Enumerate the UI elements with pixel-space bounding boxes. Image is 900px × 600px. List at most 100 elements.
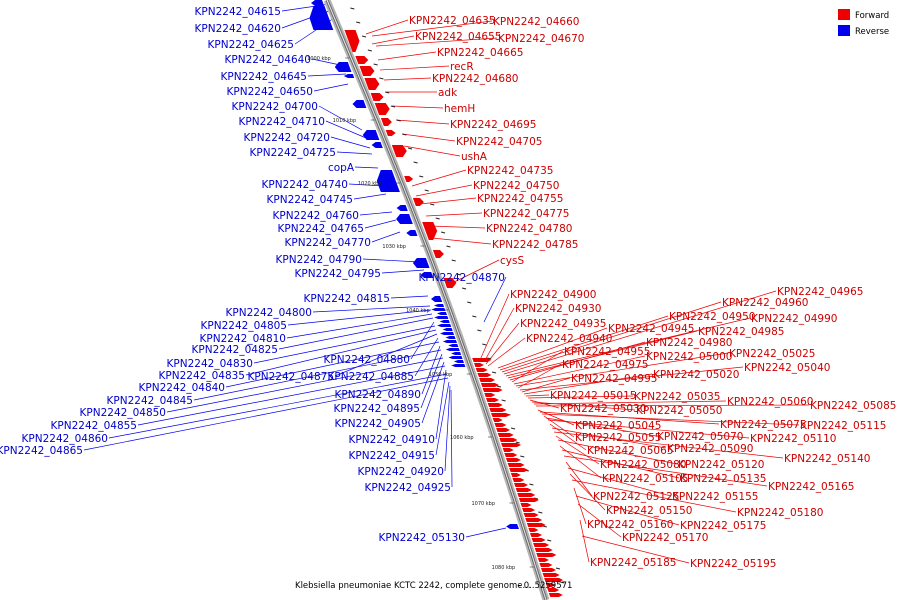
forward-gene-label: ushA [461, 151, 488, 163]
forward-gene-feature [547, 588, 560, 592]
forward-leader-line [371, 35, 415, 45]
reverse-gene-label: KPN2242_04860 [22, 433, 108, 445]
reverse-gene-label: KPN2242_04825 [192, 344, 278, 356]
reverse-gene-label: KPN2242_04725 [250, 147, 336, 159]
forward-gene-label: KPN2242_05030 [560, 403, 646, 415]
reverse-gene-feature [448, 344, 459, 347]
forward-gene-label: KPN2242_05085 [810, 400, 896, 412]
forward-leader-line [533, 400, 727, 405]
forward-leader-line [375, 37, 498, 47]
forward-gene-label: cysS [500, 255, 524, 267]
feature-dash [477, 329, 482, 332]
reverse-gene-label: KPN2242_04800 [226, 307, 312, 319]
forward-gene-label: KPN2242_05070 [657, 431, 743, 443]
feature-dash [560, 581, 565, 584]
forward-leader-line [545, 417, 657, 437]
forward-gene-feature [510, 473, 521, 477]
feature-dash [529, 483, 534, 486]
forward-gene-feature [380, 118, 392, 126]
forward-gene-label: KPN2242_05160 [587, 519, 673, 531]
forward-gene-feature [548, 593, 563, 597]
reverse-leader-line [278, 317, 434, 350]
forward-gene-label: KPN2242_05065 [587, 445, 673, 457]
forward-gene-label: KPN2242_05125 [593, 491, 679, 503]
forward-gene-label: KPN2242_05040 [744, 362, 830, 374]
forward-leader-line [553, 431, 784, 459]
forward-gene-label: KPN2242_04670 [498, 33, 584, 45]
reverse-gene-label: KPN2242_04830 [167, 358, 253, 370]
forward-gene-feature [504, 453, 518, 457]
forward-leader-line [563, 455, 768, 487]
reverse-gene-label: KPN2242_04620 [195, 23, 281, 35]
reverse-leader-line [334, 333, 438, 377]
footer-range: - 0..5259571 [518, 581, 572, 591]
reverse-leader-line [253, 325, 436, 364]
reverse-gene-feature [453, 360, 464, 363]
forward-gene-label: KPN2242_05140 [784, 453, 870, 465]
forward-gene-label: KPN2242_05105 [602, 473, 688, 485]
reverse-gene-feature [451, 364, 466, 367]
forward-gene-feature [475, 368, 488, 372]
forward-gene-label: KPN2242_05155 [672, 491, 758, 503]
reverse-gene-label: KPN2242_04760 [273, 210, 359, 222]
feature-dash [487, 357, 492, 360]
reverse-leader-line [325, 120, 367, 139]
reverse-gene-feature [440, 332, 455, 335]
feature-dash [472, 315, 477, 318]
forward-gene-feature [385, 130, 396, 136]
reverse-leader-line [483, 276, 507, 323]
forward-gene-label: KPN2242_04985 [698, 326, 784, 338]
reverse-gene-label: KPN2242_04650 [227, 86, 313, 98]
feature-dash [440, 231, 446, 234]
feature-dash [467, 301, 472, 304]
forward-gene-label: KPN2242_05050 [636, 405, 722, 417]
reverse-leader-line [312, 305, 431, 313]
scale-tick-label: 1080 kbp [492, 565, 516, 571]
scale-tick-label: 1000 kbp [307, 56, 331, 62]
forward-leader-line [499, 315, 669, 371]
reverse-gene-label: copA [328, 162, 355, 174]
reverse-leader-line [245, 329, 437, 376]
forward-leader-line [401, 133, 456, 142]
forward-leader-line [487, 337, 526, 367]
forward-gene-label: KPN2242_04785 [492, 239, 578, 251]
forward-gene-label: KPN2242_04655 [415, 31, 501, 43]
forward-gene-label: KPN2242_04950 [669, 311, 755, 323]
reverse-gene-label: KPN2242_04905 [335, 418, 421, 430]
reverse-gene-label: KPN2242_04850 [80, 407, 166, 419]
forward-leader-line [483, 307, 515, 363]
forward-gene-feature [486, 398, 499, 402]
forward-gene-label: KPN2242_05025 [729, 348, 815, 360]
forward-gene-label: KPN2242_05060 [727, 396, 813, 408]
forward-gene-label: KPN2242_04940 [526, 333, 612, 345]
scale-tick-label: 1060 kbp [450, 435, 474, 441]
forward-gene-label: KPN2242_05150 [606, 505, 692, 517]
forward-gene-feature [509, 468, 529, 472]
forward-gene-feature [525, 518, 543, 522]
reverse-gene-label: KPN2242_04915 [349, 450, 435, 462]
feature-dash [350, 7, 355, 10]
reverse-gene-label: KPN2242_04925 [365, 482, 451, 494]
forward-leader-line [521, 377, 571, 393]
forward-gene-label: hemH [444, 103, 475, 115]
forward-gene-label: KPN2242_04695 [450, 119, 536, 131]
forward-gene-feature [404, 176, 414, 182]
feature-dash [379, 77, 384, 80]
reverse-gene-label: KPN2242_04805 [201, 320, 287, 332]
reverse-gene-feature [352, 100, 367, 108]
forward-gene-label: KPN2242_04665 [437, 47, 523, 59]
feature-dash [446, 245, 451, 248]
reverse-gene-label: KPN2242_04890 [335, 389, 421, 401]
forward-gene-label: KPN2242_04900 [510, 289, 596, 301]
forward-gene-label: KPN2242_04660 [493, 16, 579, 28]
reverse-leader-line [444, 385, 451, 472]
forward-gene-feature [539, 563, 553, 567]
forward-leader-line [525, 394, 550, 397]
forward-leader-line [377, 51, 437, 61]
reverse-gene-feature [431, 308, 446, 311]
reverse-leader-line [410, 321, 435, 360]
forward-gene-label: recR [450, 61, 474, 73]
forward-gene-label: KPN2242_05075 [720, 419, 806, 431]
feature-dash [361, 35, 367, 38]
